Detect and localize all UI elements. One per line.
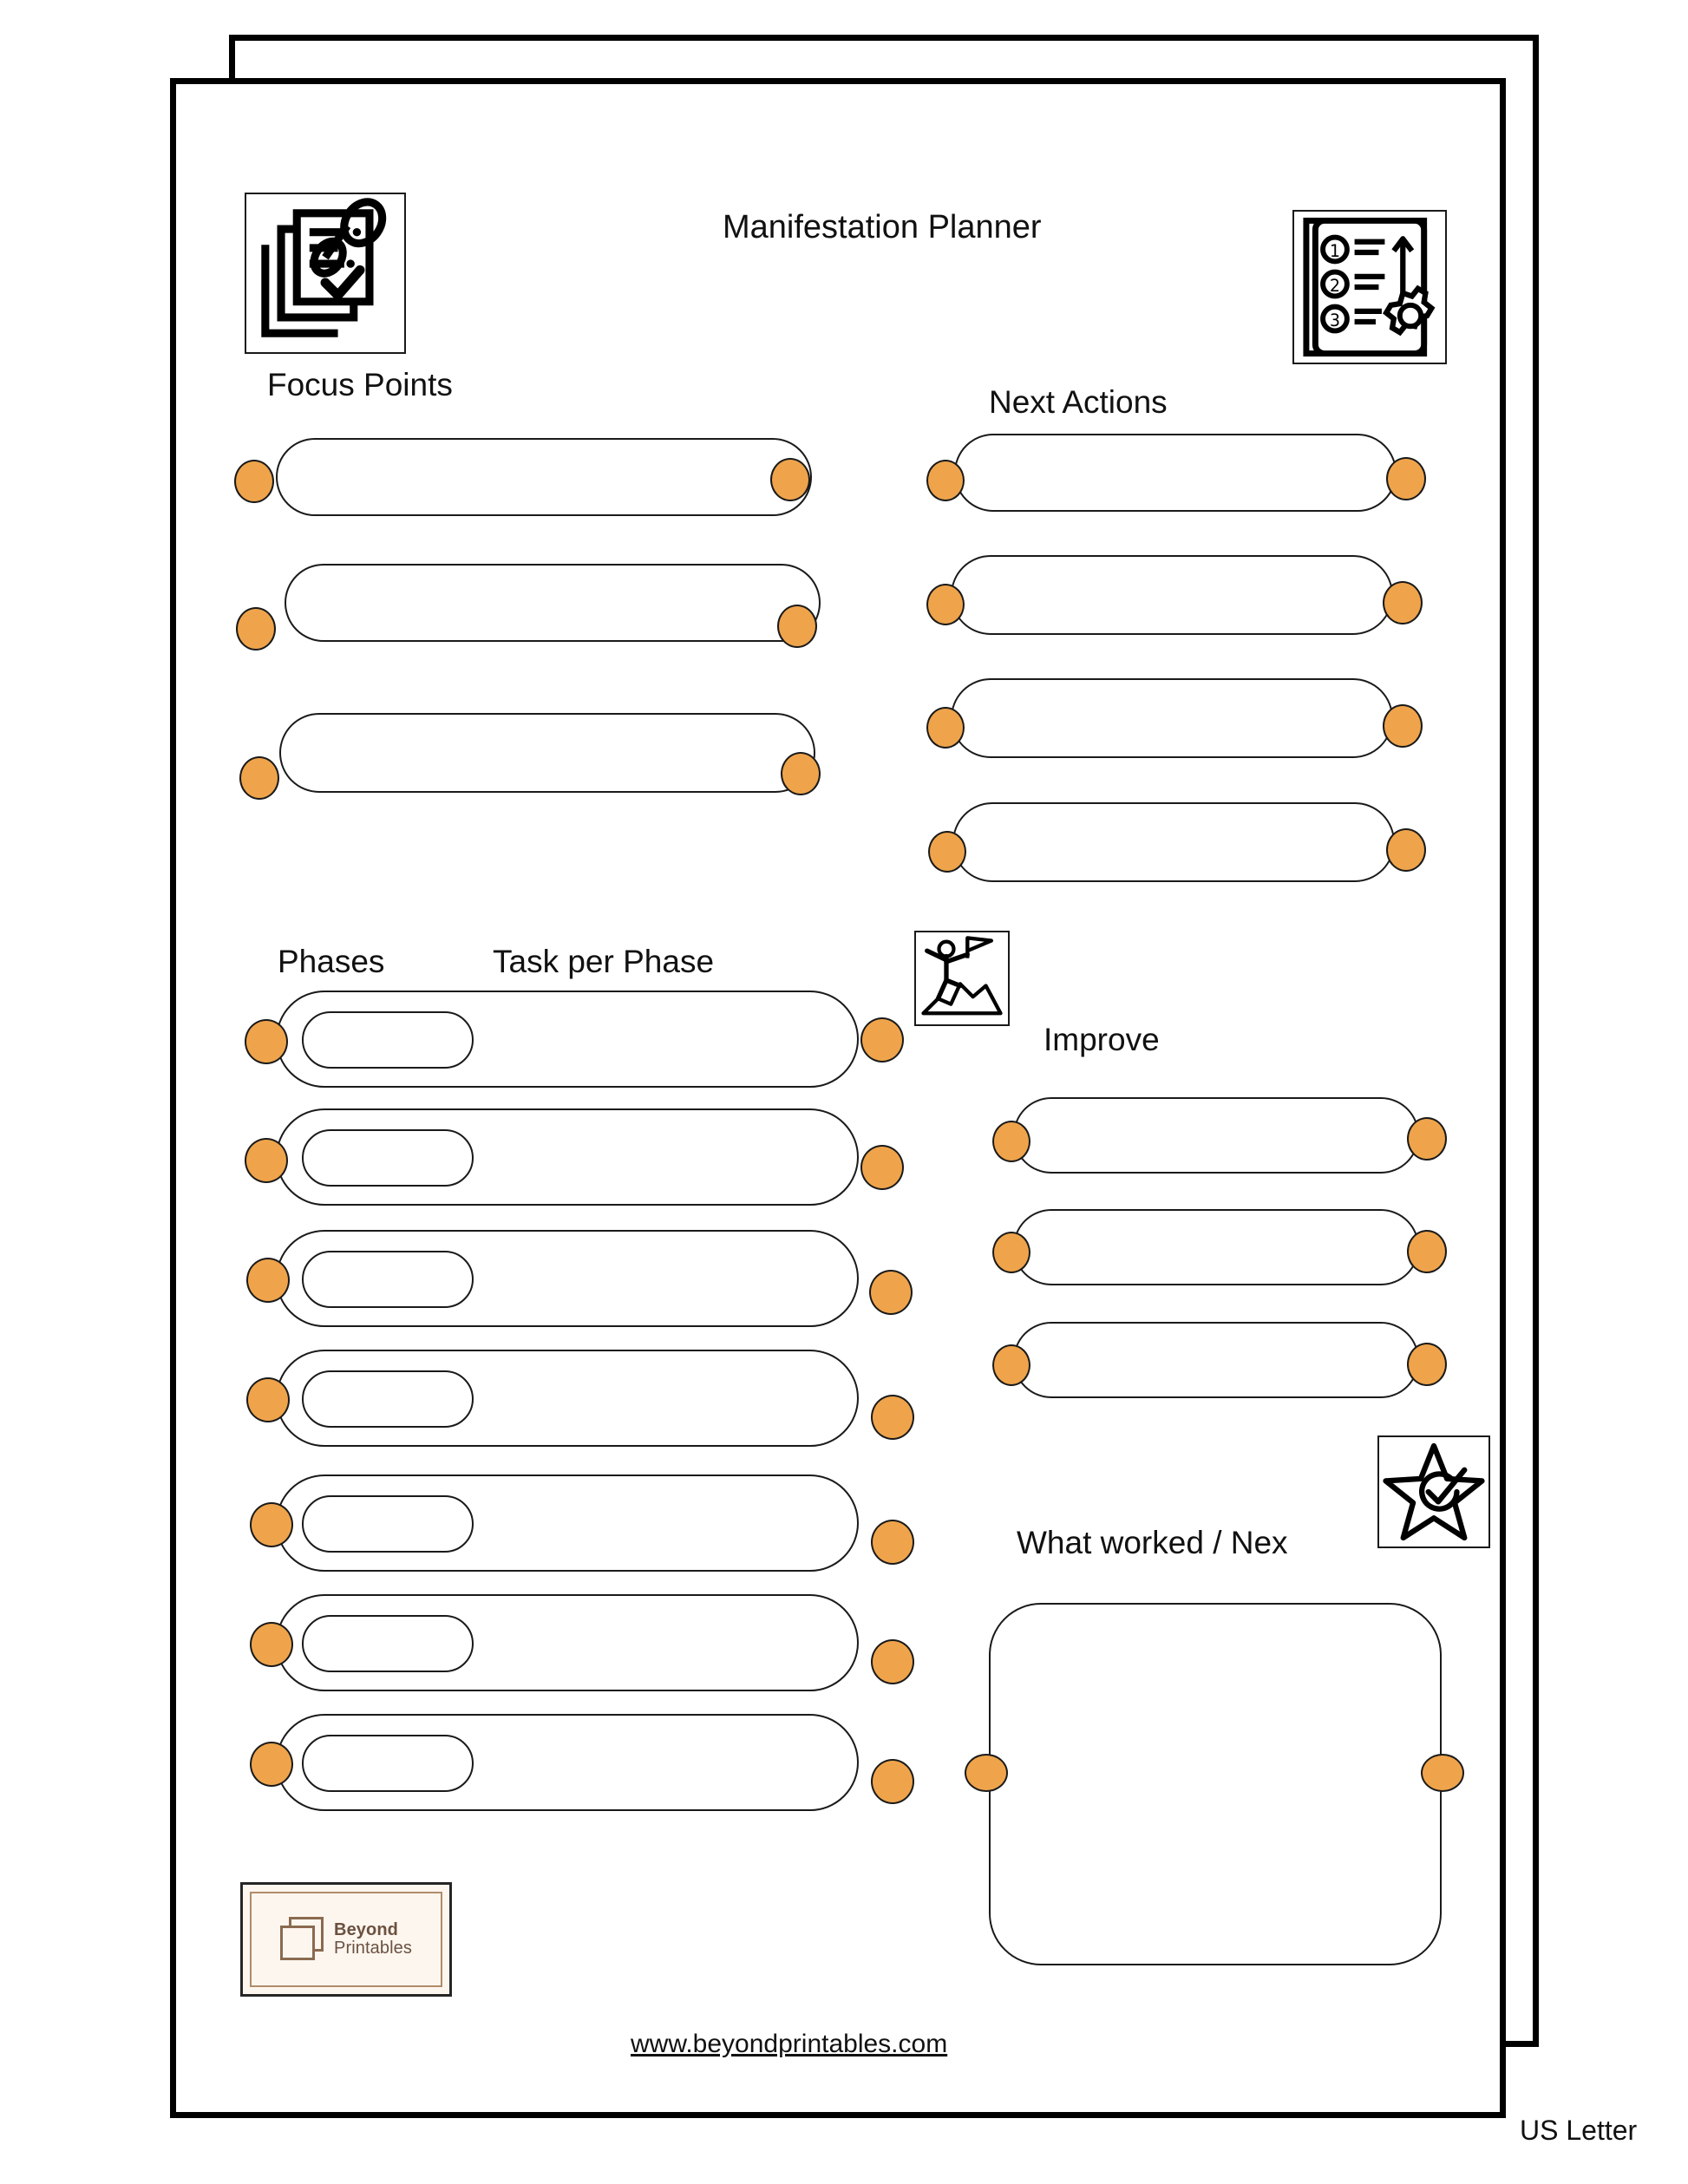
focus-points-knob-right-1[interactable] [770, 458, 810, 501]
svg-text:2: 2 [1330, 276, 1340, 296]
next-actions-knob-right-4[interactable] [1386, 828, 1426, 872]
phase-knob-left-4[interactable] [246, 1377, 290, 1422]
phase-knob-right-4[interactable] [871, 1395, 914, 1440]
focus-points-knob-right-3[interactable] [781, 752, 821, 795]
next-actions-knob-right-1[interactable] [1386, 457, 1426, 500]
phase-name-field-6[interactable] [302, 1615, 474, 1672]
svg-text:3: 3 [1330, 311, 1340, 330]
phase-name-field-3[interactable] [302, 1251, 474, 1308]
phase-knob-left-7[interactable] [250, 1742, 293, 1787]
next-actions-field-4[interactable] [952, 802, 1395, 882]
next-actions-knob-left-2[interactable] [926, 584, 965, 625]
next-actions-knob-right-3[interactable] [1383, 704, 1423, 748]
next-actions-knob-left-1[interactable] [926, 460, 965, 501]
what-worked-note-field[interactable] [989, 1603, 1442, 1965]
svg-text:1: 1 [1330, 241, 1340, 261]
next-actions-knob-left-4[interactable] [928, 831, 966, 873]
brand-name-line1: Beyond [334, 1920, 398, 1939]
phase-knob-right-2[interactable] [860, 1145, 904, 1190]
improve-knob-left-3[interactable] [992, 1344, 1030, 1386]
phase-name-field-4[interactable] [302, 1370, 474, 1428]
phase-knob-left-3[interactable] [246, 1258, 290, 1303]
phase-name-field-1[interactable] [302, 1011, 474, 1069]
next-actions-field-2[interactable] [951, 555, 1393, 635]
section-label-phases: Phases [278, 944, 385, 979]
section-label-focus-points: Focus Points [267, 367, 453, 402]
star-check-icon [1377, 1435, 1490, 1548]
what-worked-knob-right[interactable] [1421, 1754, 1464, 1792]
phase-knob-right-3[interactable] [869, 1270, 913, 1315]
section-label-next-actions: Next Actions [989, 384, 1168, 420]
section-label-task-per-phase: Task per Phase [493, 944, 715, 979]
next-actions-knob-left-3[interactable] [926, 707, 965, 749]
phase-knob-right-7[interactable] [871, 1759, 914, 1804]
focus-points-knob-left-2[interactable] [236, 607, 276, 651]
phase-knob-left-5[interactable] [250, 1502, 293, 1547]
section-label-what-worked: What worked / Nex [1017, 1525, 1288, 1560]
phase-knob-right-6[interactable] [871, 1639, 914, 1684]
page-title: Manifestation Planner [723, 209, 1042, 245]
phase-knob-left-1[interactable] [245, 1019, 288, 1064]
improve-knob-right-2[interactable] [1407, 1230, 1447, 1273]
next-actions-knob-right-2[interactable] [1383, 581, 1423, 624]
improve-knob-left-1[interactable] [992, 1121, 1030, 1162]
brand-logo: Beyond Printables [240, 1882, 452, 1997]
focus-points-knob-left-3[interactable] [239, 756, 279, 800]
stacked-pages-icon [280, 1917, 325, 1962]
next-actions-field-1[interactable] [954, 434, 1397, 512]
improve-field-1[interactable] [1013, 1097, 1419, 1174]
focus-points-field-1[interactable] [276, 438, 812, 516]
improve-knob-left-2[interactable] [992, 1232, 1030, 1273]
phase-knob-left-2[interactable] [245, 1138, 288, 1183]
phase-name-field-7[interactable] [302, 1735, 474, 1792]
phase-knob-left-6[interactable] [250, 1622, 293, 1667]
improve-field-2[interactable] [1013, 1209, 1419, 1285]
improve-field-3[interactable] [1013, 1322, 1419, 1398]
phase-knob-right-5[interactable] [871, 1520, 914, 1565]
document-checklist-pin-icon [245, 193, 406, 354]
numbered-list-gear-icon: 1 2 3 [1292, 210, 1447, 364]
next-actions-field-3[interactable] [951, 678, 1393, 758]
phase-knob-right-1[interactable] [860, 1017, 904, 1063]
improve-knob-right-1[interactable] [1407, 1117, 1447, 1161]
phase-name-field-2[interactable] [302, 1129, 474, 1187]
page-size-note: US Letter [1520, 2115, 1638, 2146]
phase-name-field-5[interactable] [302, 1495, 474, 1553]
footer-website-link[interactable]: www.beyondprintables.com [631, 2030, 948, 2058]
brand-name: Beyond Printables [334, 1921, 412, 1958]
focus-points-field-2[interactable] [285, 564, 821, 642]
section-label-improve: Improve [1044, 1022, 1160, 1057]
focus-points-knob-right-2[interactable] [777, 605, 817, 648]
focus-points-knob-left-1[interactable] [234, 460, 274, 503]
what-worked-knob-left[interactable] [965, 1754, 1008, 1792]
brand-name-line2: Printables [334, 1939, 412, 1958]
improve-knob-right-3[interactable] [1407, 1343, 1447, 1386]
climber-flag-icon [914, 931, 1010, 1026]
focus-points-field-3[interactable] [279, 713, 815, 793]
